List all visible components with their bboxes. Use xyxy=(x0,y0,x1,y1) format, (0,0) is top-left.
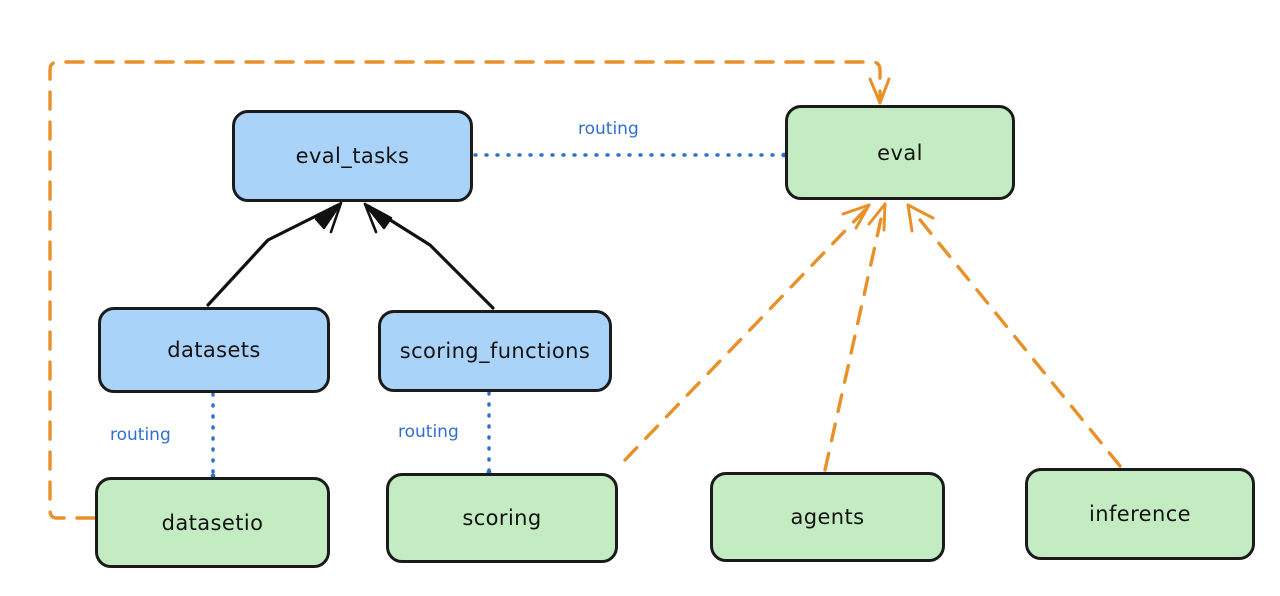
node-label: eval xyxy=(877,140,923,165)
edge-inference-to-eval xyxy=(906,203,1122,468)
node-label: datasetio xyxy=(161,510,264,535)
edge-label-routing-scoring: routing xyxy=(398,422,459,442)
edge-label-routing-datasets: routing xyxy=(110,425,171,445)
node-label: eval_tasks xyxy=(295,144,410,168)
node-agents[interactable]: agents xyxy=(710,472,945,562)
node-label: scoring_functions xyxy=(399,339,591,363)
node-label: scoring xyxy=(462,506,542,530)
node-label: inference xyxy=(1089,502,1191,526)
node-datasets[interactable]: datasets xyxy=(98,307,330,393)
node-eval-tasks[interactable]: eval_tasks xyxy=(232,110,473,202)
edge-eval_tasks-to-eval xyxy=(473,152,787,158)
edge-datasets-to-eval_tasks xyxy=(206,201,343,307)
edge-scoring_functions-to-scoring xyxy=(486,391,492,475)
node-label: datasets xyxy=(167,338,261,362)
node-scoring-functions[interactable]: scoring_functions xyxy=(378,310,612,392)
node-scoring[interactable]: scoring xyxy=(386,473,618,563)
node-inference[interactable]: inference xyxy=(1025,468,1255,560)
node-datasetio[interactable]: datasetio xyxy=(95,477,330,568)
edge-datasetio-to-eval xyxy=(48,60,891,520)
edge-datasets-to-datasetio xyxy=(210,392,216,479)
edge-scoring_functions-to-eval_tasks xyxy=(363,202,495,310)
edge-label-routing-eval: routing xyxy=(578,119,639,139)
node-eval[interactable]: eval xyxy=(785,105,1015,200)
edge-agents-to-eval xyxy=(823,202,887,472)
node-label: agents xyxy=(790,505,865,529)
edge-scoring-to-eval xyxy=(623,203,871,462)
